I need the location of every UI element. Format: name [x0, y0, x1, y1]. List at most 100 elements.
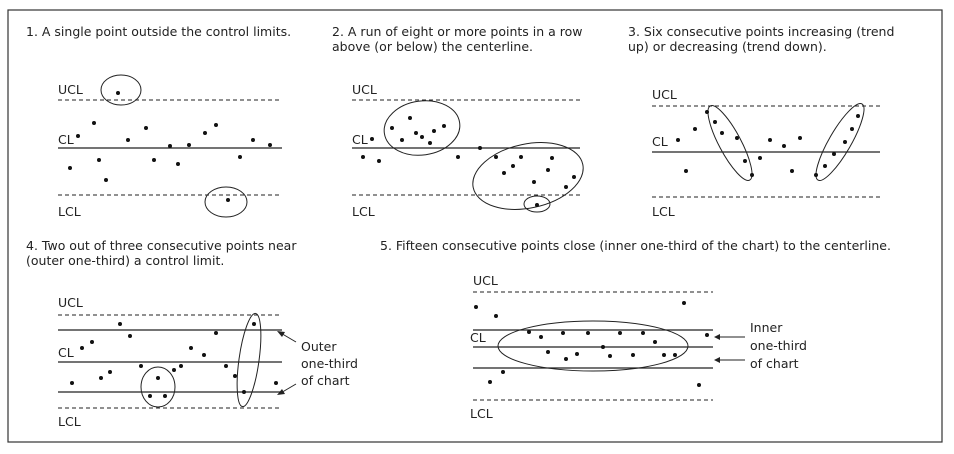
inner-third-label-1: Inner	[750, 320, 783, 335]
outer-third-label-2: one-third	[301, 356, 358, 371]
data-point	[814, 173, 818, 177]
data-point	[390, 126, 394, 130]
data-point	[697, 383, 701, 387]
data-point	[519, 155, 523, 159]
data-point	[76, 134, 80, 138]
ucl-label: UCL	[58, 295, 83, 310]
data-point	[478, 146, 482, 150]
data-point	[99, 376, 103, 380]
ucl-label: UCL	[652, 87, 677, 102]
inner-third-label-3: of chart	[750, 356, 799, 371]
data-point	[80, 346, 84, 350]
data-point	[850, 127, 854, 131]
data-point	[252, 322, 256, 326]
data-point	[502, 171, 506, 175]
cl-label: CL	[652, 134, 668, 149]
panel-5: UCL CL LCL	[470, 273, 807, 421]
data-point	[226, 198, 230, 202]
highlight-circle	[523, 195, 551, 213]
data-point	[488, 380, 492, 384]
ucl-label: UCL	[352, 82, 377, 97]
data-point	[456, 155, 460, 159]
arrow-head	[277, 389, 285, 395]
arrow-head	[714, 357, 720, 363]
data-point	[631, 353, 635, 357]
data-point	[798, 136, 802, 140]
data-point	[790, 169, 794, 173]
data-point	[420, 135, 424, 139]
data-point	[662, 353, 666, 357]
data-point	[118, 322, 122, 326]
data-point	[676, 138, 680, 142]
data-point	[92, 121, 96, 125]
data-point	[104, 178, 108, 182]
data-point	[361, 155, 365, 159]
data-point	[720, 131, 724, 135]
highlight-circle	[204, 186, 248, 218]
data-point	[705, 110, 709, 114]
data-point	[575, 352, 579, 356]
data-point	[564, 185, 568, 189]
inner-third-ellipse	[497, 320, 689, 372]
lcl-label: LCL	[470, 406, 493, 421]
data-point	[782, 144, 786, 148]
data-point	[214, 123, 218, 127]
data-point	[546, 168, 550, 172]
data-point	[116, 91, 120, 95]
rule-4-caption: 4. Two out of three consecutive points n…	[26, 238, 297, 268]
data-point	[168, 144, 172, 148]
data-point	[673, 353, 677, 357]
data-point	[693, 127, 697, 131]
data-point	[474, 305, 478, 309]
data-point	[432, 129, 436, 133]
data-point	[70, 381, 74, 385]
cl-label: CL	[58, 345, 74, 360]
cl-label: CL	[58, 132, 74, 147]
data-point	[274, 381, 278, 385]
ucl-label: UCL	[473, 273, 498, 288]
data-point	[735, 136, 739, 140]
data-point	[705, 333, 709, 337]
cl-label: CL	[352, 132, 368, 147]
data-point	[843, 140, 847, 144]
data-point	[370, 137, 374, 141]
data-point	[126, 138, 130, 142]
inner-third-label-2: one-third	[750, 338, 807, 353]
data-point	[139, 364, 143, 368]
data-point	[546, 350, 550, 354]
data-point	[494, 314, 498, 318]
data-point	[152, 158, 156, 162]
data-point	[608, 354, 612, 358]
rule-1-caption: 1. A single point outside the control li…	[26, 24, 292, 39]
data-point	[750, 173, 754, 177]
run-above-ellipse	[383, 100, 461, 156]
cl-label: CL	[470, 330, 486, 345]
data-point	[163, 394, 167, 398]
highlight-ellipse	[236, 312, 262, 408]
rule-3-caption: 3. Six consecutive points increasing (tr…	[628, 24, 895, 54]
data-point	[550, 156, 554, 160]
data-point	[377, 159, 381, 163]
trend-down-ellipse	[707, 105, 753, 181]
rule-2-caption: 2. A run of eight or more points in a ro…	[332, 24, 583, 54]
data-point	[586, 331, 590, 335]
data-point	[823, 164, 827, 168]
data-point	[684, 169, 688, 173]
panel-1: UCL CL LCL	[58, 74, 282, 219]
data-point	[768, 138, 772, 142]
data-point	[108, 370, 112, 374]
data-point	[172, 368, 176, 372]
data-point	[564, 357, 568, 361]
data-point	[90, 340, 94, 344]
data-point	[511, 164, 515, 168]
data-point	[214, 331, 218, 335]
data-point	[532, 180, 536, 184]
border	[7, 9, 943, 443]
data-point	[242, 390, 246, 394]
lcl-label: LCL	[352, 204, 375, 219]
data-point	[713, 120, 717, 124]
data-point	[539, 335, 543, 339]
panel-3: UCL CL LCL	[652, 87, 880, 219]
data-point	[156, 376, 160, 380]
